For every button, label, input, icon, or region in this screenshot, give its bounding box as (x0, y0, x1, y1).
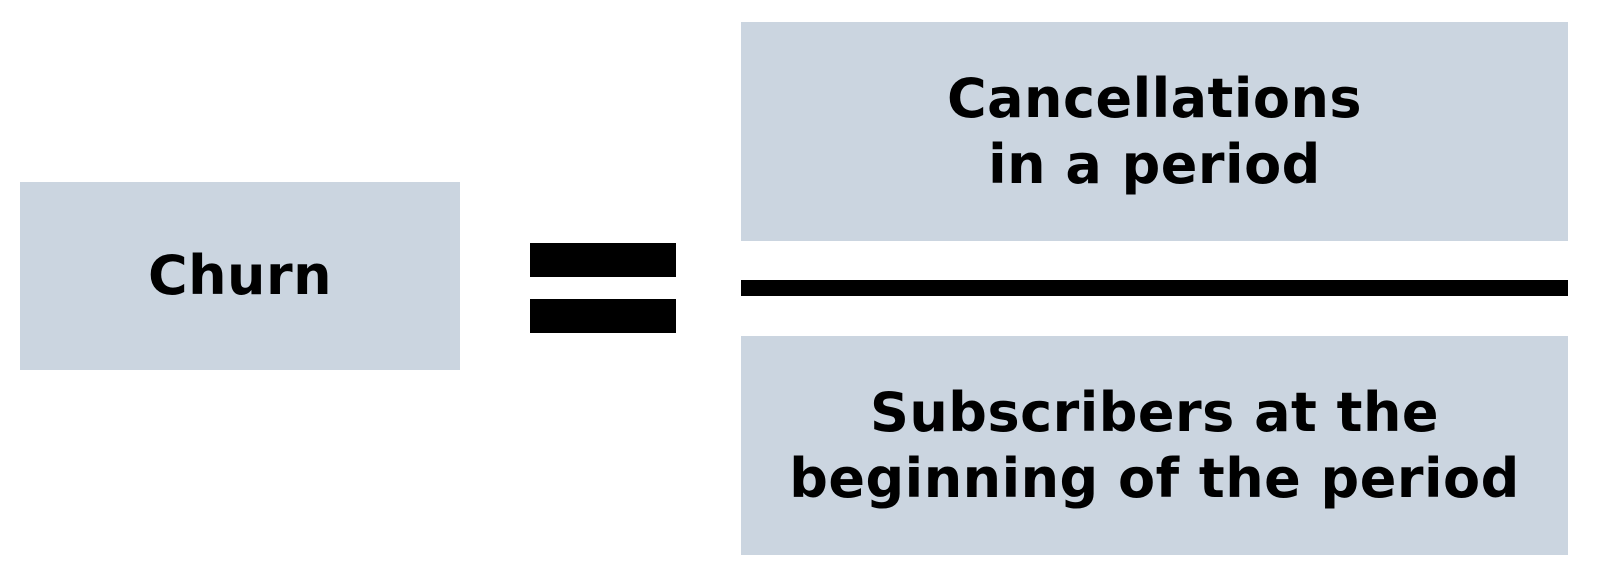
numerator-box: Cancellations in a period (741, 22, 1568, 241)
denominator-line-2: beginning of the period (789, 446, 1520, 510)
denominator-text: Subscribers at the beginning of the peri… (789, 380, 1519, 512)
churn-label: Churn (147, 244, 333, 308)
denominator-line-1: Subscribers at the (869, 380, 1440, 444)
denominator-box: Subscribers at the beginning of the peri… (741, 336, 1568, 555)
equals-sign-bottom-bar (530, 299, 676, 333)
churn-box: Churn (20, 182, 460, 370)
numerator-line-1: Cancellations (946, 66, 1363, 130)
numerator-line-2: in a period (988, 132, 1321, 196)
fraction-bar (741, 280, 1568, 296)
numerator-text: Cancellations in a period (947, 66, 1362, 198)
equals-sign-top-bar (530, 243, 676, 277)
